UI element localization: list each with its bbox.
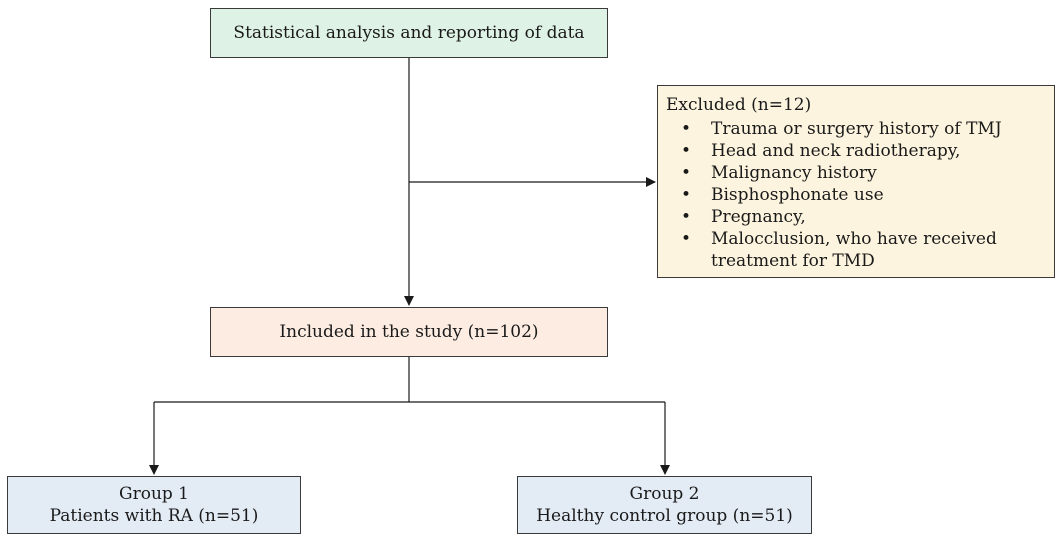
included-box-label: Included in the study (n=102) [279,322,539,342]
analysis-box: Statistical analysis and reporting of da… [210,8,608,58]
included-box: Included in the study (n=102) [210,307,608,357]
excluded-item: •Malignancy history [681,163,877,183]
excluded-item: •Bisphosphonate use [681,185,884,205]
bullet-icon: • [681,229,692,249]
excluded-criteria-list: •Trauma or surgery history of TMJ •Head … [666,118,1011,272]
group2-description: Healthy control group (n=51) [536,506,793,526]
excluded-item: •Trauma or surgery history of TMJ [681,119,1002,139]
bullet-icon: • [681,141,692,161]
bullet-icon: • [681,185,692,205]
analysis-box-label: Statistical analysis and reporting of da… [233,23,585,43]
bullet-icon: • [681,207,692,227]
excluded-item: •Malocclusion, who have received treatme… [681,229,997,271]
excluded-title: Excluded (n=12) [666,95,812,115]
excluded-item: •Pregnancy, [681,207,806,227]
bullet-icon: • [681,163,692,183]
bullet-icon: • [681,119,692,139]
excluded-item: •Head and neck radiotherapy, [681,141,961,161]
group2-box: Group 2 Healthy control group (n=51) [517,476,812,534]
group1-description: Patients with RA (n=51) [49,506,259,526]
group2-title: Group 2 [629,484,700,504]
excluded-box: Excluded (n=12) •Trauma or surgery histo… [657,85,1055,278]
group1-title: Group 1 [119,484,189,504]
group1-box: Group 1 Patients with RA (n=51) [7,476,301,534]
